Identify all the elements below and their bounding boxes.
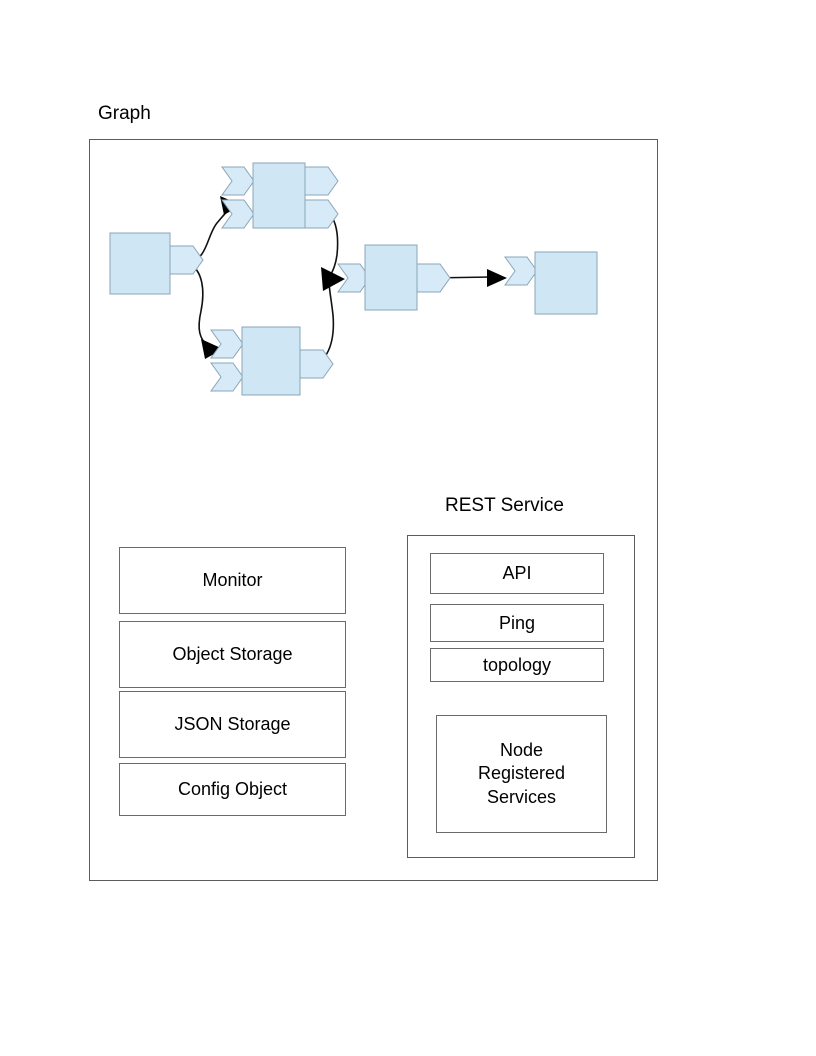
rest-endpoint-label: Ping <box>498 612 536 633</box>
rest-panel-node-registered-services[interactable]: Node Registered Services <box>436 715 607 833</box>
rest-service-label: REST Service <box>445 495 564 516</box>
graph-node-sink[interactable] <box>504 251 598 315</box>
edge-source-to-branch-bottom <box>188 262 223 359</box>
graph-node-branch-top[interactable] <box>221 162 339 229</box>
rest-panel-line: Registered <box>477 763 566 784</box>
component-box-label: Monitor <box>202 570 263 591</box>
rest-endpoint-ping[interactable]: Ping <box>430 604 604 642</box>
graph-node-branch-bottom[interactable] <box>210 326 334 396</box>
component-box-json-storage[interactable]: JSON Storage <box>119 691 346 758</box>
graph-section-label: Graph <box>98 103 151 124</box>
rest-endpoint-label: API <box>502 563 532 584</box>
rest-panel-line: Services <box>486 786 557 807</box>
graph-node-diagram <box>109 162 598 396</box>
graph-node-source[interactable] <box>109 232 204 295</box>
rest-endpoint-label: topology <box>482 654 552 675</box>
rest-endpoint-api[interactable]: API <box>430 553 604 594</box>
component-box-label: Config Object <box>177 779 288 800</box>
component-box-config-object[interactable]: Config Object <box>119 763 346 816</box>
rest-endpoint-topology[interactable]: topology <box>430 648 604 682</box>
graph-node-merge[interactable] <box>337 244 451 311</box>
component-box-label: Object Storage <box>172 644 293 665</box>
component-box-label: JSON Storage <box>174 714 291 735</box>
component-box-object-storage[interactable]: Object Storage <box>119 621 346 688</box>
edge-branch-bottom-to-merge <box>312 267 345 365</box>
rest-panel-line: Node <box>499 739 544 760</box>
component-box-monitor[interactable]: Monitor <box>119 547 346 614</box>
